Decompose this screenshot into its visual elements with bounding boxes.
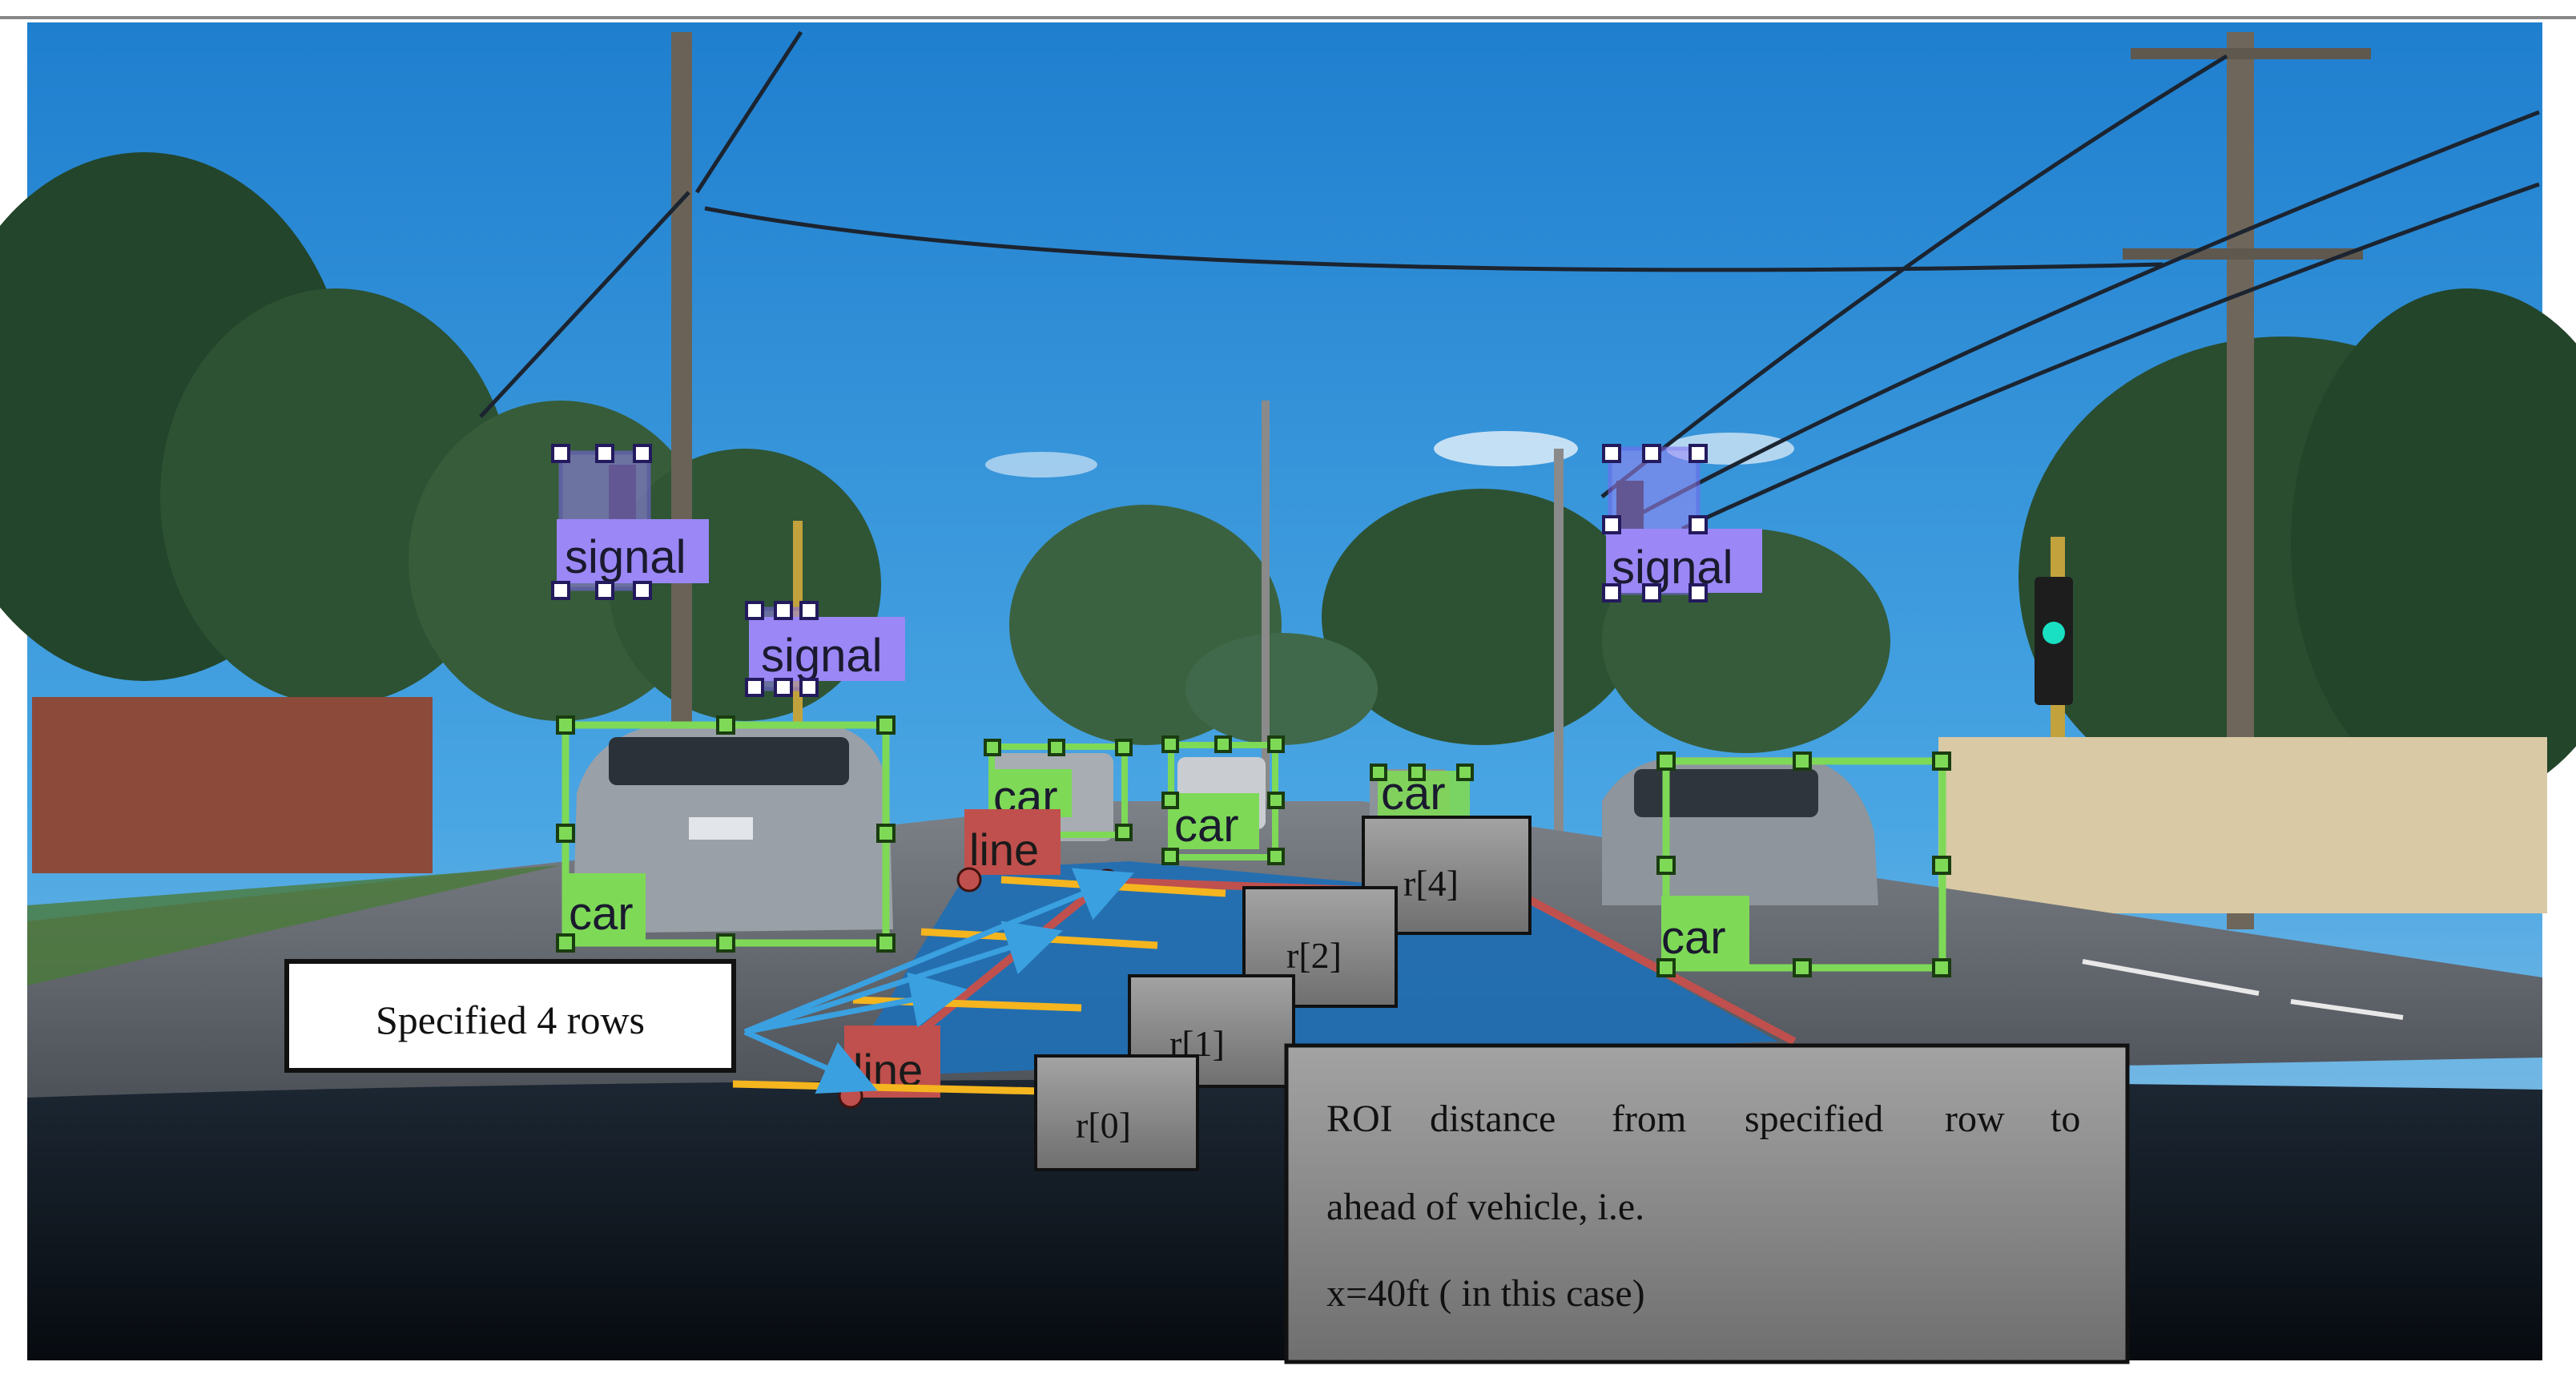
- signal-detection-1: signal: [551, 444, 709, 600]
- power-lines: [479, 30, 2540, 531]
- car-label-3: car: [1174, 800, 1239, 852]
- line-detection-2: line: [838, 1025, 940, 1109]
- car-label-5: car: [1661, 912, 1726, 964]
- brick-wall: [32, 697, 433, 873]
- car-label-1: car: [569, 888, 634, 940]
- signal-label-1: signal: [565, 531, 686, 583]
- car-detection-5: car: [1656, 751, 1951, 977]
- svg-text:ahead of vehicle, i.e.: ahead of vehicle, i.e.: [1326, 1186, 1644, 1228]
- svg-text:specified: specified: [1745, 1098, 1883, 1140]
- signal-label-2: signal: [761, 630, 883, 682]
- svg-text:to: to: [2051, 1098, 2080, 1140]
- car-label-4: car: [1381, 768, 1446, 820]
- car-detection-4: car: [1370, 764, 1474, 820]
- row-box-r2: r[2]: [1242, 886, 1398, 1008]
- line-detection-1: line: [956, 809, 1120, 894]
- signal-label-3: signal: [1612, 542, 1733, 594]
- svg-text:ROI: ROI: [1326, 1098, 1393, 1140]
- row-box-r1: r[1]: [1128, 974, 1295, 1088]
- row-box-r0: r[0]: [1034, 1054, 1199, 1171]
- svg-text:Specified 4 rows: Specified 4 rows: [376, 997, 645, 1042]
- callout-arrows: [743, 868, 1134, 1094]
- car-detection-1: car: [556, 715, 896, 953]
- specified-rows-callout: Specified 4 rows: [284, 959, 736, 1073]
- svg-text:distance: distance: [1430, 1098, 1556, 1140]
- svg-text:r[2]: r[2]: [1286, 935, 1342, 976]
- svg-text:r[0]: r[0]: [1076, 1105, 1131, 1146]
- svg-text:row: row: [1945, 1098, 2005, 1140]
- line-label-1: line: [969, 824, 1039, 875]
- roi-callout: ROI distance from specified row to ahead…: [1284, 1043, 2130, 1364]
- svg-text:r[4]: r[4]: [1403, 863, 1459, 904]
- signal-detection-3: signal: [1602, 444, 1762, 602]
- car-detection-3: car: [1161, 735, 1285, 865]
- signal-detection-2: signal: [745, 601, 905, 697]
- fence: [1938, 737, 2547, 913]
- row-box-r4: r[4]: [1362, 816, 1532, 935]
- svg-text:from: from: [1612, 1098, 1686, 1140]
- svg-text:x=40ft ( in this case): x=40ft ( in this case): [1326, 1272, 1645, 1315]
